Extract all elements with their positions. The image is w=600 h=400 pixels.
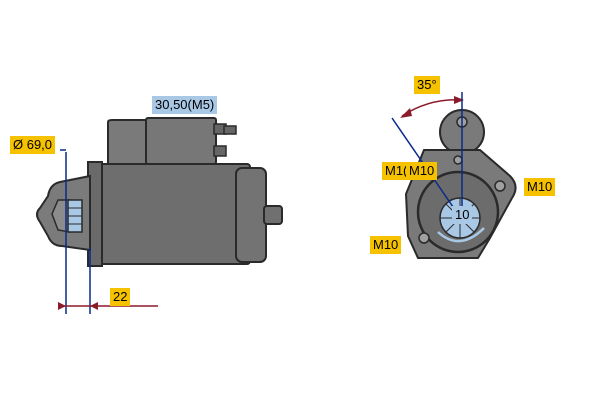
bolt-right-label: M10 <box>524 178 556 196</box>
terminal-post <box>223 125 237 135</box>
motor-housing <box>97 163 251 265</box>
solenoid-cap <box>145 117 217 165</box>
offset-arrow-right <box>90 302 98 310</box>
bolt-left-label: M10 <box>406 162 438 180</box>
teeth-count-label: 10 <box>452 206 473 224</box>
bolt-hole-left <box>418 232 430 244</box>
diameter-label: Ø 69,0 <box>10 136 56 154</box>
angle-label: 35° <box>414 76 440 94</box>
bolt-hole-upper <box>453 155 463 165</box>
terminal-bottom <box>213 145 227 157</box>
angle-arrow-left <box>400 108 412 118</box>
connector-label: 30,50(M5) <box>152 96 218 114</box>
side-view <box>36 117 283 314</box>
angle-arrow-right <box>454 96 464 104</box>
rotation-arrow <box>437 227 485 243</box>
offset-arrow-left <box>58 302 66 310</box>
shaft-end <box>263 205 283 225</box>
bolt-bottom-label: M10 <box>370 236 402 254</box>
flange-offset-label: 22 <box>110 288 131 306</box>
bolt-left-cut-label: M1( <box>382 162 412 180</box>
motor-end-cap <box>235 167 267 263</box>
bolt-hole-right <box>494 180 506 192</box>
